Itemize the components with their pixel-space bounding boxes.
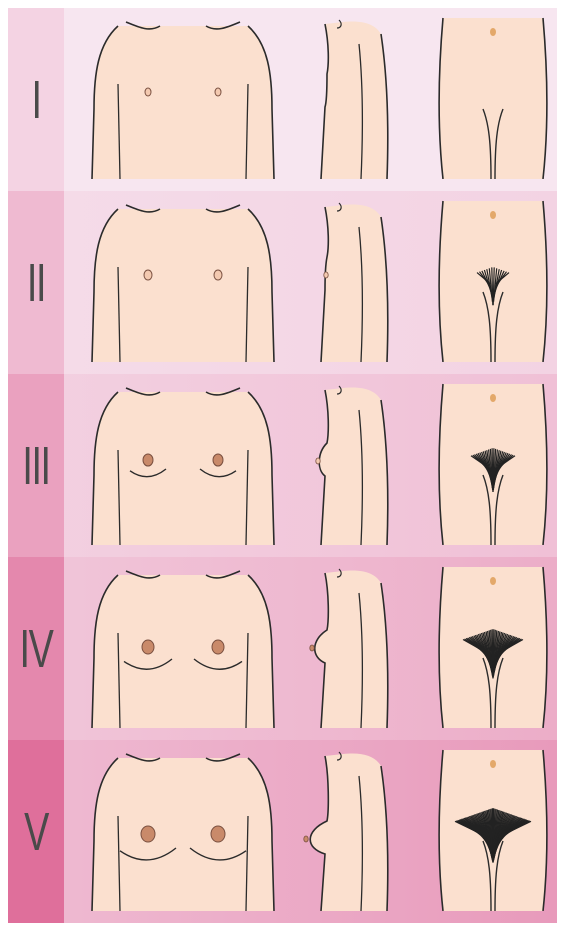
navel (490, 394, 496, 402)
right-nipple (214, 270, 222, 280)
side-torso-fill (321, 205, 388, 363)
left-nipple (142, 640, 154, 654)
right-nipple (212, 640, 224, 654)
side-nipple (310, 645, 314, 651)
side-torso-fill (315, 571, 388, 729)
stage-numeral: IV (16, 618, 55, 680)
stage-numeral: III (16, 435, 55, 497)
pubic-view-figure (433, 746, 553, 911)
left-nipple (141, 826, 155, 842)
stage-numeral: I (16, 69, 55, 131)
pubic-view-figure (433, 563, 553, 728)
pubic-view-figure (433, 197, 553, 362)
front-view-figure (88, 14, 278, 179)
stage-numeral: V (16, 801, 55, 863)
front-view-figure (88, 380, 278, 545)
side-nipple (304, 836, 308, 842)
side-nipple (316, 458, 320, 464)
pubic-view-figure (433, 380, 553, 545)
pelvis-fill (439, 201, 547, 362)
front-view-figure (88, 563, 278, 728)
stage-row-3: III (8, 374, 557, 557)
pelvis-fill (439, 384, 547, 545)
side-view-figure (303, 380, 403, 545)
stage-row-1: I (8, 8, 557, 191)
pubic-view-figure (433, 14, 553, 179)
front-view-figure (88, 197, 278, 362)
navel (490, 28, 496, 36)
navel (490, 577, 496, 585)
stage-row-4: IV (8, 557, 557, 740)
stage-row-5: V (8, 740, 557, 923)
left-nipple (145, 88, 151, 96)
side-torso-fill (319, 388, 388, 546)
stage-numeral: II (16, 252, 55, 314)
right-nipple (213, 454, 223, 466)
navel (490, 211, 496, 219)
navel (490, 760, 496, 768)
front-view-figure (88, 746, 278, 911)
side-view-figure (303, 14, 403, 179)
left-nipple (143, 454, 153, 466)
side-view-figure (303, 197, 403, 362)
side-nipple (324, 272, 328, 278)
stage-row-2: II (8, 191, 557, 374)
side-view-figure (303, 746, 403, 911)
right-nipple (211, 826, 225, 842)
right-nipple (215, 88, 221, 96)
pelvis-fill (439, 18, 547, 179)
left-nipple (144, 270, 152, 280)
side-torso-fill (321, 22, 388, 180)
side-view-figure (303, 563, 403, 728)
